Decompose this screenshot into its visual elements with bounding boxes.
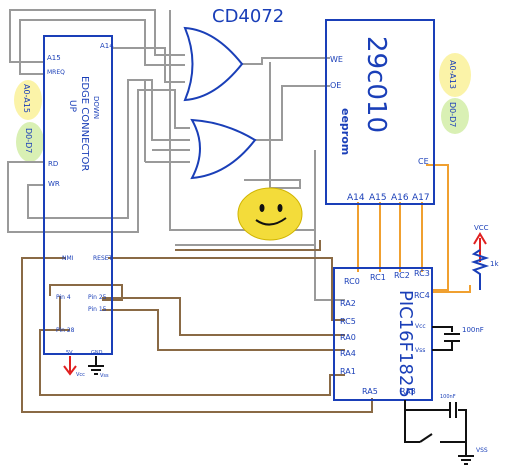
resistor-label: 1k: [490, 260, 499, 268]
pic-pin-vss: Vss: [415, 347, 425, 354]
pic-pin-vcc: Vcc: [415, 323, 426, 330]
pic-pin-rc0: RC0: [344, 277, 360, 286]
edge-pin-15: Pin 15: [88, 306, 107, 313]
eeprom-pin-ce: CE: [418, 157, 429, 166]
eeprom-note-data: D0-D7: [448, 102, 457, 127]
edge-title-line2: UP: [67, 100, 77, 113]
edge-vcc-note: Vcc: [76, 372, 85, 378]
reset-switch-circuit: [404, 400, 474, 465]
vcc-arrow-icon: [473, 232, 487, 245]
resistor-symbol: [470, 249, 490, 290]
edge-note-addr: A0-A15: [22, 84, 31, 113]
edge-pin-reset: RESET: [93, 255, 113, 262]
5v-arrow-icon: [63, 365, 77, 376]
note-highlight-yellow-right: [439, 53, 471, 97]
edge-vss-note: Vss: [100, 373, 109, 379]
vcc-label: VCC: [474, 224, 489, 232]
capacitor-1: [432, 326, 460, 351]
pic-pin-ra3: RA3: [400, 387, 416, 396]
eeprom-pin-a17: A17: [412, 193, 430, 203]
pic-pin-ra4: RA4: [340, 349, 356, 358]
eeprom-pin-a16: A16: [391, 193, 409, 203]
note-highlight-green-right: [441, 98, 469, 134]
edge-title-line1: EDGE CONNECTOR: [79, 76, 90, 171]
ground-icon: [88, 356, 104, 375]
note-highlight-green: [16, 122, 44, 162]
eeprom-pin-a14: A14: [347, 193, 365, 203]
pic-pin-ra0: RA0: [340, 333, 356, 342]
edge-pin-a14: A14: [100, 42, 114, 50]
cap2-label: 100nF: [440, 394, 456, 400]
eeprom-pin-a15: A15: [369, 193, 387, 203]
or-gate-bottom: [190, 118, 257, 180]
edge-pin-25: Pin 25: [88, 294, 107, 301]
eeprom-pin-we: WE: [330, 55, 343, 64]
grey-wires: [7, 9, 345, 301]
edge-title-line3: DOWN: [92, 96, 100, 119]
eeprom-note-addr: A0-A13: [448, 60, 457, 89]
pic-pin-rc1: RC1: [370, 273, 386, 282]
pic-part-label: PIC16F1825: [395, 290, 416, 398]
smiley-face-icon: [237, 187, 303, 241]
orange-wires: [357, 164, 471, 293]
pic-box: [333, 267, 433, 401]
eeprom-pin-oe: OE: [330, 81, 341, 90]
pic-pin-ra1: RA1: [340, 367, 356, 376]
edge-pin-a15: A15: [47, 54, 61, 62]
vss-label: VSS: [476, 447, 488, 454]
eeprom-part-label: 29c010: [361, 36, 391, 133]
edge-pin-mreq: MREQ: [47, 69, 65, 76]
pic-pin-ra2: RA2: [340, 299, 356, 308]
edge-pin-wr: WR: [48, 180, 60, 188]
pic-pin-rc5: RC5: [340, 317, 356, 326]
edge-note-data: D0-D7: [24, 128, 33, 153]
edge-pin-nmi: NMI: [62, 255, 74, 262]
edge-pin-4: Pin 4: [56, 294, 71, 301]
or-gate-top: [183, 26, 244, 102]
edge-pin-28: Pin 28: [56, 327, 75, 334]
brown-wires: [21, 240, 373, 413]
edge-pin-gnd: GND: [91, 350, 103, 356]
edge-pin-rd: RD: [48, 160, 58, 168]
pic-pin-rc2: RC2: [394, 271, 410, 280]
edge-pin-5v: 5V: [66, 350, 73, 356]
edge-connector-box: [43, 35, 113, 355]
pic-pin-rc3: RC3: [414, 269, 430, 278]
note-highlight-yellow: [14, 80, 42, 120]
cap1-label: 100nF: [462, 326, 484, 334]
eeprom-box: [325, 19, 435, 205]
pic-pin-ra5: RA5: [362, 387, 378, 396]
gate-part-label: CD4072: [212, 6, 284, 27]
pic-pin-rc4: RC4: [414, 291, 430, 300]
eeprom-type-label: eeprom: [339, 108, 352, 155]
